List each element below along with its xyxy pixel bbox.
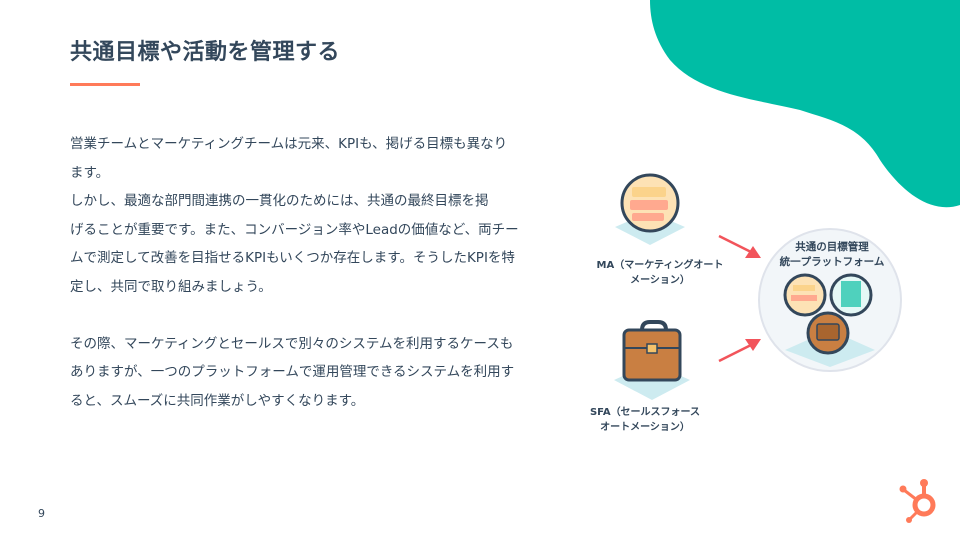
body-line: ると、スムーズに共同作業がしやすくなります。 [70, 392, 365, 409]
ma-label: MA（マーケティングオート メーション） [585, 258, 735, 288]
arrow-icon [718, 234, 761, 258]
hubspot-logo-icon [899, 479, 936, 523]
body-line: しかし、最適な部門間連携の一貫化のためには、共通の最終目標を掲 [70, 193, 489, 209]
ma-icon [615, 173, 685, 245]
ma-label-line: メーション） [630, 275, 690, 286]
body-line: 定し、共同で取り組みましょう。 [70, 278, 272, 295]
sfa-label-line: SFA（セールスフォース [589, 407, 701, 418]
body-line: ます。 [70, 164, 110, 181]
title-underline [70, 83, 140, 86]
sfa-label: SFA（セールスフォース オートメーション） [580, 405, 710, 435]
body-line: ムで測定して改善を目指せるKPIもいくつか存在します。そうしたKPIを特 [70, 250, 515, 266]
sfa-briefcase-icon [614, 320, 690, 400]
hub-label-line: 統一プラットフォーム [779, 256, 885, 268]
body-line: ありますが、一つのプラットフォームで運用管理できるシステムを利用す [70, 364, 515, 380]
body-text: 営業チームとマーケティングチームは元来、KPIも、掲げる目標も異なり ます。 し… [70, 130, 570, 415]
sfa-label-line: オートメーション） [600, 422, 690, 433]
arrow-icon [718, 339, 761, 363]
page-title: 共通目標や活動を管理する [70, 40, 341, 65]
body-line: げることが重要です。また、コンバージョン率やLeadの価値など、両チー [70, 221, 519, 238]
hub-label: 共通の目標管理 統一プラットフォーム [770, 240, 894, 270]
page-number: 9 [38, 507, 45, 520]
platform-hub-circle [758, 228, 902, 372]
hub-label-line: 共通の目標管理 [795, 241, 869, 253]
body-line: その際、マーケティングとセールスで別々のシステムを利用するケースも [70, 335, 514, 352]
body-line: 営業チームとマーケティングチームは元来、KPIも、掲げる目標も異なり [70, 136, 508, 152]
ma-label-line: MA（マーケティングオート [596, 260, 724, 271]
